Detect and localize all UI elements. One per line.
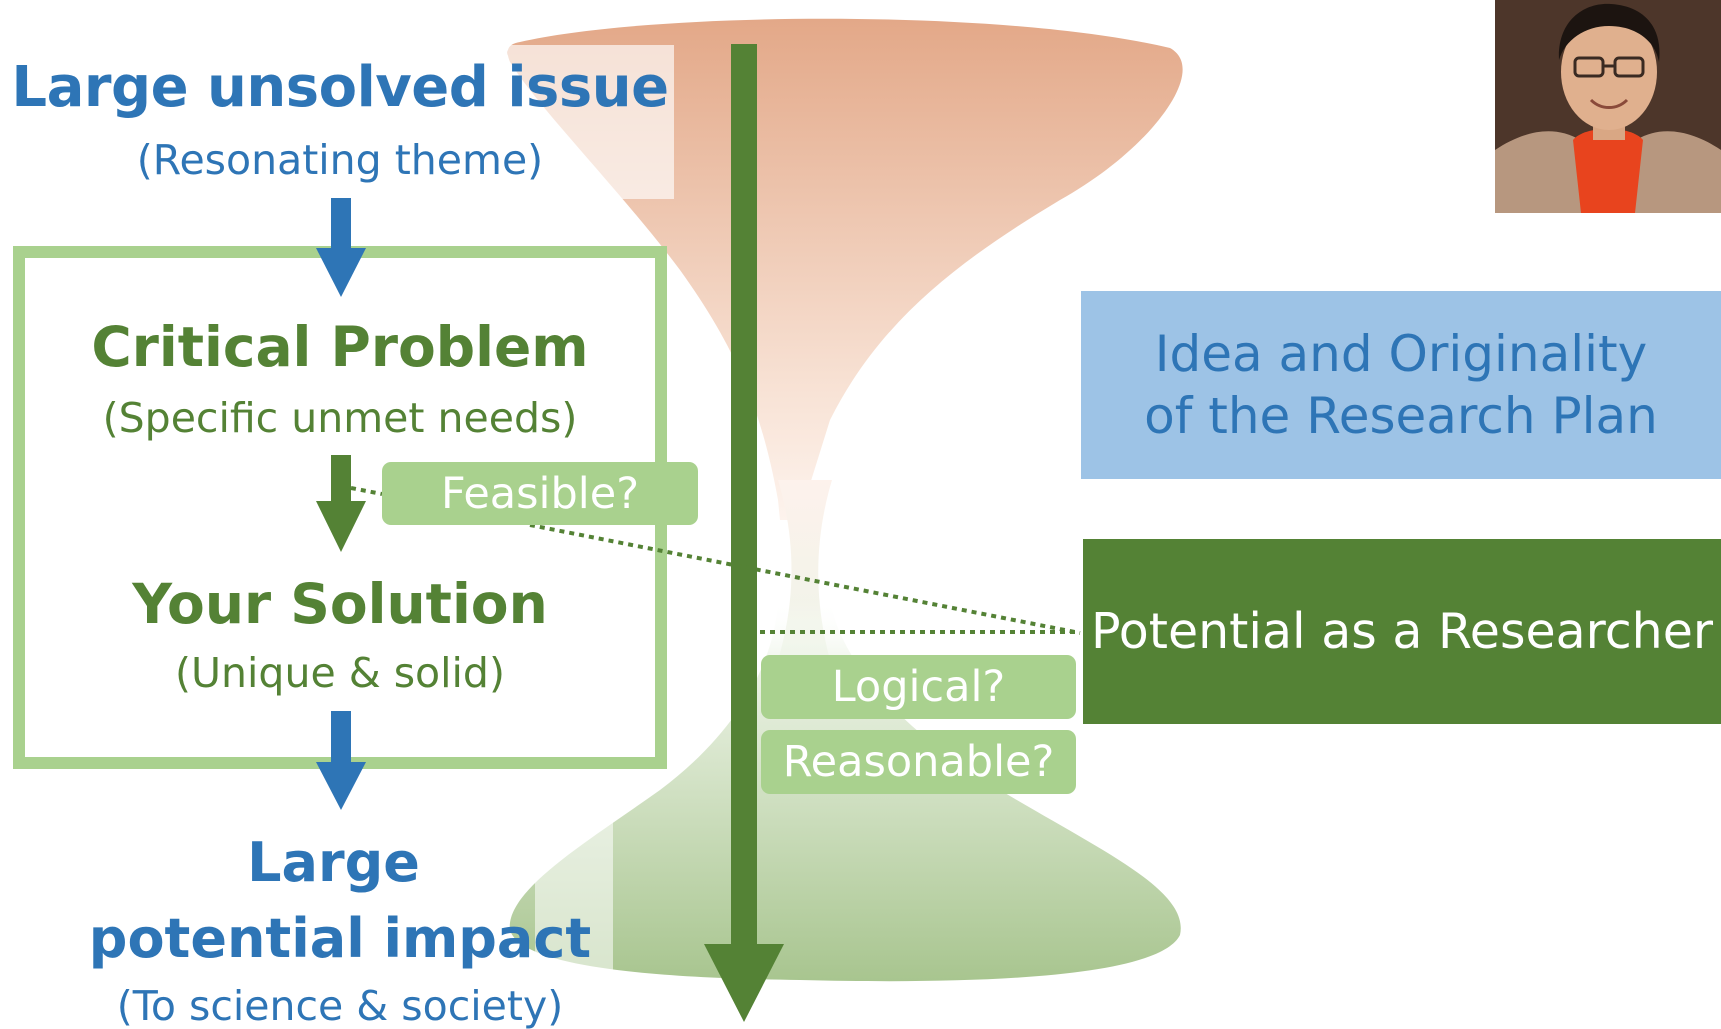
potential-researcher-box: Potential as a Researcher <box>1083 539 1721 724</box>
idea-box-line2: of the Research Plan <box>1144 387 1658 445</box>
arrow-issue-head <box>316 248 366 297</box>
impact-subtitle: (To science & society) <box>116 982 564 1029</box>
problem-title: Critical Problem <box>91 315 589 379</box>
idea-originality-box: Idea and Originality of the Research Pla… <box>1081 291 1721 479</box>
title-backdrop-top <box>508 45 674 199</box>
problem-subtitle: (Specific unmet needs) <box>102 394 578 442</box>
issue-title: Large unsolved issue <box>11 55 669 120</box>
solution-subtitle: (Unique & solid) <box>175 649 505 697</box>
impact-title-line2: potential impact <box>88 907 592 970</box>
dotted-link-feasible-arrow <box>350 486 383 496</box>
dotted-link-feasible-potential <box>529 523 1081 635</box>
arrow-solution-head <box>316 762 366 810</box>
feasible-label: Feasible? <box>382 462 698 525</box>
solution-title: Your Solution <box>132 572 548 636</box>
logical-label: Logical? <box>761 655 1076 719</box>
arrow-problem-shaft <box>331 455 351 505</box>
reasonable-label: Reasonable? <box>761 730 1076 794</box>
impact-title-line1: Large <box>247 831 420 894</box>
arrow-problem-head <box>316 501 366 552</box>
arrow-solution-shaft <box>331 711 351 767</box>
main-arrow-head <box>704 944 784 1022</box>
idea-box-line1: Idea and Originality <box>1154 324 1648 383</box>
person-photo <box>1495 0 1721 213</box>
title-backdrop-bottom <box>535 810 613 985</box>
arrow-issue-shaft <box>331 198 351 254</box>
issue-subtitle: (Resonating theme) <box>136 136 544 184</box>
main-arrow-shaft <box>731 44 757 954</box>
hourglass-top <box>507 18 1183 521</box>
